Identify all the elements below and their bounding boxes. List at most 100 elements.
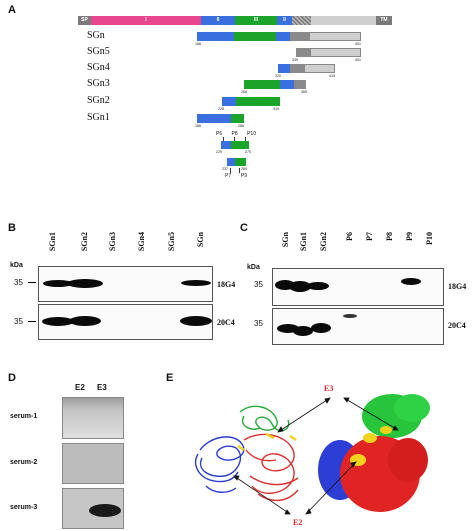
row-label-sgn: SGn [87, 30, 105, 41]
serum-3-label: serum-3 [10, 504, 38, 511]
domain-ii-segment: II [201, 16, 235, 25]
band [69, 316, 101, 326]
tick-sgn5-start: 349 [292, 58, 298, 62]
tick-sgn5-end: 451 [355, 58, 361, 62]
band [307, 282, 329, 290]
row-label-sgn3: SGn3 [87, 78, 110, 89]
domain-map-bar: SP I II III II TM [78, 16, 392, 25]
peptide-p9-label: P9 [240, 173, 247, 179]
peptide-labels-bottom: P7 P9 [225, 173, 247, 179]
band [277, 324, 299, 333]
lane-label-b-sgn: SGn [196, 232, 205, 248]
tick-sgn4-start: 320 [275, 74, 281, 78]
row-label-sgn4: SGn4 [87, 62, 110, 73]
band [275, 280, 295, 290]
panel-a-letter: A [8, 4, 16, 16]
lane-label-c-sgn1: SGn1 [299, 232, 308, 252]
tick-peptide-upper-end: 270 [245, 150, 251, 154]
band [343, 314, 357, 318]
panel-c-ab-18g4: 18G4 [448, 282, 467, 291]
tick-sgn-end: 451 [355, 42, 361, 46]
panel-b-marker-18g4: 35 [14, 278, 23, 287]
panel-d-letter: D [8, 372, 16, 384]
ribbon-model [194, 405, 299, 501]
hatched-segment [292, 16, 311, 25]
lane-label-b-sgn2: SGn2 [80, 232, 89, 252]
lane-label-c-p8: P8 [385, 232, 394, 241]
panel-c-marker-18g4: 35 [254, 280, 263, 289]
tick-peptide-lower-end: 269 [241, 167, 247, 171]
structure-figure [194, 394, 430, 515]
panel-c-ab-20c4: 20C4 [448, 321, 466, 330]
peptide-p10-label: P10 [247, 131, 256, 137]
blot-c-18g4 [272, 268, 444, 306]
panel-b-kda: kDa [10, 262, 23, 269]
panel-c-letter: C [240, 222, 248, 234]
serum-3-blot [62, 488, 124, 529]
panel-c-lane-labels: SGn SGn1 SGn2 P6 P7 P8 P9 P10 [275, 232, 445, 262]
lane-label-c-p7: P7 [365, 232, 374, 241]
lane-label-b-sgn4: SGn4 [137, 232, 146, 252]
peptide-p7-label: P7 [225, 173, 232, 179]
band [181, 280, 211, 286]
blot-b-18g4 [38, 266, 213, 302]
arrows [233, 397, 399, 515]
band [311, 323, 331, 333]
panel-b-ab-20c4: 20C4 [217, 318, 235, 327]
tick-sgn3-end: 369 [301, 90, 307, 94]
serum-2-blot [62, 443, 124, 484]
construct-bar-sgn3 [244, 80, 306, 89]
band [42, 317, 74, 326]
panel-b-ab-18g4: 18G4 [217, 280, 236, 289]
serum-1-blot [62, 397, 124, 439]
surface-model [318, 394, 430, 512]
blot-c-20c4 [272, 308, 444, 345]
lane-label-c-p9: P9 [405, 232, 414, 241]
lane-label-c-p6: P6 [345, 232, 354, 241]
tick-sgn-start: 166 [195, 42, 201, 46]
construct-bar-sgn5 [296, 48, 361, 57]
lane-label-b-sgn3: SGn3 [108, 232, 117, 252]
row-label-sgn5: SGn5 [87, 46, 110, 57]
lane-label-d-e3: E3 [97, 383, 107, 392]
band [180, 316, 212, 326]
sp-segment: SP [78, 16, 91, 25]
panel-c-marker-20c4: 35 [254, 319, 263, 328]
domain-i-segment: I [91, 16, 201, 25]
panel-b-lane-labels: SGn1 SGn2 SGn3 SGn4 SGn5 SGn [40, 232, 214, 260]
serum-2-label: serum-2 [10, 459, 38, 466]
band [67, 279, 103, 288]
serum-1-label: serum-1 [10, 413, 38, 420]
lane-label-c-sgn: SGn [281, 232, 290, 248]
tick-sgn3-start: 266 [241, 90, 247, 94]
row-label-sgn2: SGn2 [87, 95, 110, 106]
tick-sgn4-end: 415 [329, 74, 335, 78]
domain-ii-b-segment: II [277, 16, 292, 25]
construct-bar-sgn2 [222, 97, 280, 106]
tick-sgn1-end: 266 [238, 124, 244, 128]
lane-label-c-p10: P10 [425, 232, 434, 245]
e2-label: E2 [293, 518, 303, 527]
band [401, 278, 421, 285]
peptide-bar-lower [227, 158, 246, 166]
lane-label-c-sgn2: SGn2 [319, 232, 328, 252]
lane-label-b-sgn5: SGn5 [167, 232, 176, 252]
peptide-p8-label: P8 [231, 131, 238, 137]
tick-peptide-upper-start: 229 [216, 150, 222, 154]
tick-sgn2-start: 228 [218, 107, 224, 111]
panel-b-marker-20c4: 35 [14, 317, 23, 326]
panel-e-letter: E [166, 372, 174, 384]
tm-segment: TM [376, 16, 392, 25]
tick-sgn2-end: 319 [273, 107, 279, 111]
panel-b-letter: B [8, 222, 16, 234]
tail-segment [311, 16, 376, 25]
band [43, 280, 73, 287]
peptide-labels-top: P6 P8 P10 [216, 131, 256, 137]
tick-peptide-lower-start: 237 [222, 167, 228, 171]
domain-iii-segment: III [235, 16, 277, 25]
lane-label-b-sgn1: SGn1 [48, 232, 57, 252]
row-label-sgn1: SGn1 [87, 112, 110, 123]
panel-c-kda: kDa [247, 264, 260, 271]
band [293, 326, 313, 336]
peptide-bar-upper [221, 141, 249, 149]
